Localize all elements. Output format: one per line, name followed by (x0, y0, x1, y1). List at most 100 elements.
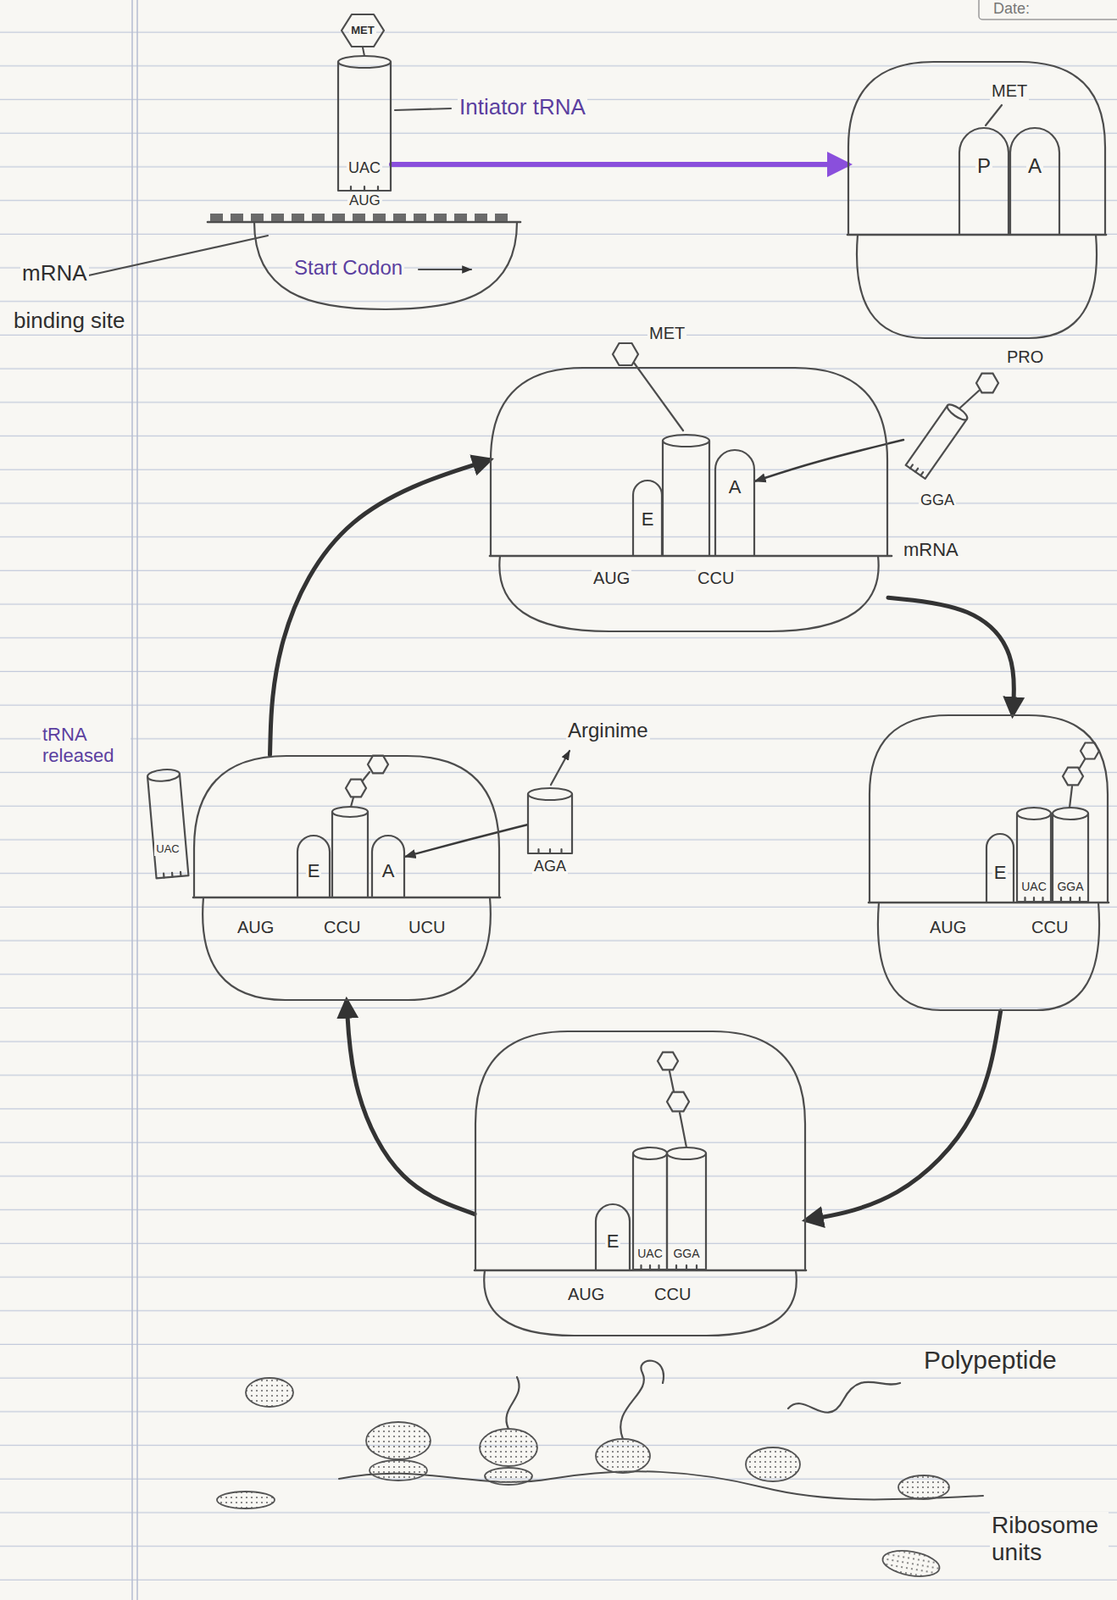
outline-stroke (1069, 897, 1072, 902)
callout-label: Polypeptide (922, 1345, 1059, 1376)
outline-stroke (179, 872, 183, 877)
outline-stroke (1033, 897, 1035, 902)
text-holder: GGA (1055, 878, 1085, 895)
text-holder: UCU (406, 917, 447, 938)
outline-stroke (147, 773, 189, 879)
callout-label: binding site (11, 308, 128, 334)
outline-stroke (1060, 897, 1062, 902)
label-holder: PRO (1005, 347, 1045, 367)
outline-stroke (372, 835, 405, 898)
amino-acid-label: Arginime (566, 718, 651, 743)
outline-stroke (920, 472, 923, 476)
codon-squares (210, 213, 508, 222)
cycle-arrow (346, 1000, 475, 1215)
codon-label: CCU (695, 568, 736, 589)
e-site: E (632, 479, 663, 556)
text-holder: Start Codon (292, 255, 405, 280)
codon-label: AUG (591, 568, 632, 589)
ribosome: AUG CCU UCU E A (193, 755, 501, 1001)
callout-label: Ribosome units (989, 1511, 1109, 1567)
outline-stroke (338, 61, 391, 191)
outline-stroke (986, 833, 1014, 903)
text-holder: CCU (1029, 917, 1070, 938)
outline-stroke (715, 450, 755, 556)
ribosome: METPA (847, 61, 1106, 339)
shape-outline (142, 764, 194, 884)
outline-stroke (527, 788, 573, 801)
text-holder: MET (989, 81, 1029, 101)
anticodon-label: UAC (346, 159, 383, 178)
text-holder: UAC (154, 840, 181, 856)
outline-stroke (475, 1031, 806, 1271)
text-holder: UAC (1019, 878, 1049, 895)
outline-stroke (848, 61, 1106, 235)
outline-stroke (639, 1265, 642, 1270)
outline-stroke (1041, 897, 1044, 902)
outline-stroke (666, 1147, 706, 1160)
outline-stroke (162, 873, 166, 879)
ribosome-blobs (216, 1378, 950, 1581)
outline-stroke (146, 768, 180, 784)
site-letter: E (305, 860, 323, 882)
text-holder: AUG (566, 1284, 606, 1305)
outline-stroke (878, 902, 1100, 1011)
site-letter: A (380, 860, 397, 882)
margin-line (136, 0, 139, 1600)
codon-label: CCU (322, 917, 362, 938)
shape-outline (958, 127, 1010, 235)
text-holder: GGA (918, 491, 956, 510)
e-site: E (296, 834, 331, 898)
anticodon-label: GGA (671, 1246, 701, 1261)
text-holder: UAC (635, 1245, 665, 1262)
shape-outline (847, 61, 1106, 339)
ribosome: AUGCCUEUACGGA (868, 714, 1109, 1012)
site-letter: A (727, 476, 744, 498)
text-holder: AGA (532, 857, 568, 876)
label-holder: Ribosome units (989, 1511, 1109, 1567)
outline-stroke (1052, 813, 1089, 902)
cycle-arrow (805, 1011, 1001, 1221)
anticodon-label: GGA (1055, 879, 1085, 894)
codon-label: AGA (532, 857, 568, 876)
label-holder: Intiator tRNA (457, 94, 588, 121)
codon-label: AUG (566, 1284, 606, 1305)
trna: GGA (666, 1147, 707, 1271)
callout-label: mRNA (20, 261, 89, 287)
p-site: P (958, 127, 1010, 235)
outline-stroke (685, 1265, 688, 1270)
text-holder: A (380, 860, 397, 882)
outline-stroke (338, 55, 391, 68)
anticodon-label: UAC (1019, 879, 1049, 894)
outline-stroke (657, 1265, 660, 1270)
shape-outline (1009, 127, 1061, 235)
codon-label: CCU (652, 1284, 693, 1305)
trna-body (146, 768, 189, 879)
callout-label: Start Codon (292, 255, 405, 280)
cycle-arrow (888, 597, 1014, 715)
text-holder: AUG (235, 917, 276, 938)
label-holder: Date: (991, 0, 1032, 18)
outline-stroke (1016, 813, 1051, 902)
shape-outline (714, 449, 756, 556)
callout-label: Intiator tRNA (457, 94, 588, 121)
outline-stroke (350, 186, 352, 191)
cycle-arrow (270, 460, 491, 756)
label-holder: binding site (11, 308, 128, 334)
trna: GGA (903, 398, 972, 517)
codon-label: AUG (235, 917, 276, 938)
codon-label: CCU (1029, 917, 1070, 938)
outline-stroke (483, 1270, 797, 1336)
date-box (978, 0, 1117, 20)
outline-stroke (1016, 807, 1051, 820)
shape-outline (489, 366, 889, 633)
ribosome: AUGCCUEUACGGA (474, 1030, 806, 1337)
amino-acid-label: MET (989, 81, 1029, 101)
outline-stroke (666, 1153, 706, 1270)
small-subunit: Start Codon (254, 222, 517, 311)
outline-stroke (675, 1265, 678, 1270)
text-holder: MET (349, 22, 376, 38)
amino-acid-hexagon: MET (340, 13, 385, 48)
a-site: A (371, 834, 406, 898)
text-holder: CCU (695, 568, 736, 589)
